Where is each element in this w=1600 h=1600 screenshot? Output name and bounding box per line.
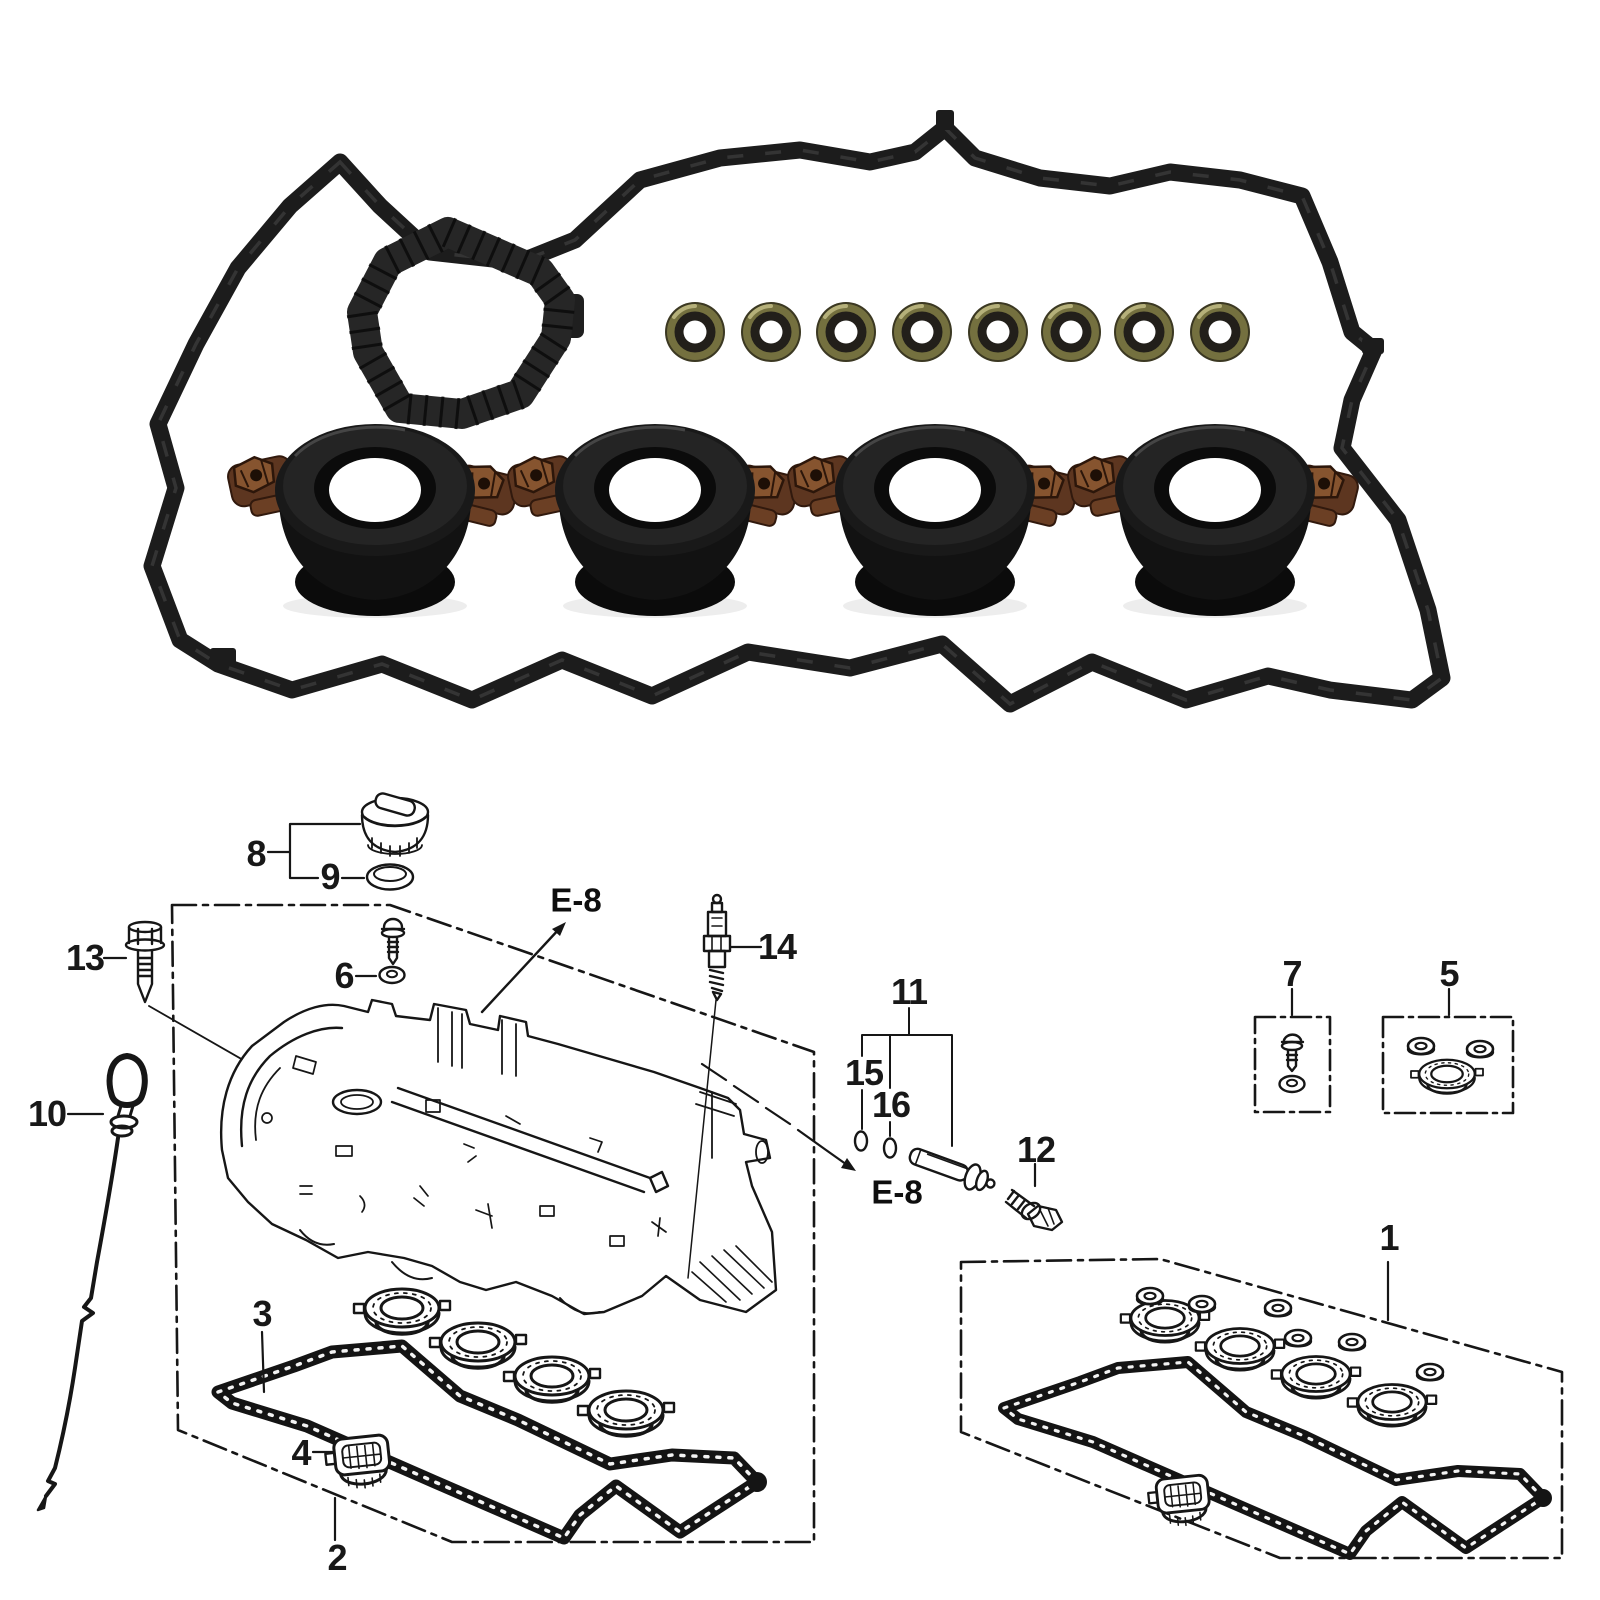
valve-stem-seal: [1188, 300, 1252, 364]
valve-stem-seal: [890, 300, 954, 364]
kit-box-1: [959, 1257, 1564, 1560]
box-7: [1253, 1015, 1332, 1114]
valve-stem-seal: [966, 300, 1030, 364]
e8-arrow-bottom: [700, 1062, 856, 1171]
spark-plug-tube-seal: [503, 422, 803, 620]
callout-14: 14: [757, 926, 797, 967]
valve-cover-art: [220, 998, 778, 1316]
breather-gasket: [346, 216, 584, 430]
callout-6: 6: [334, 955, 354, 996]
kit-contents: [998, 1260, 1552, 1560]
oil-filler-cap: [360, 792, 430, 857]
callout-2: 2: [327, 1537, 347, 1578]
assembly-11: [853, 1007, 1064, 1232]
valve-stem-seal: [663, 300, 727, 364]
valve-cover-gasket-3: [211, 1339, 767, 1545]
cover-bolt-6: [380, 917, 406, 966]
callout-16: 16: [871, 1084, 911, 1125]
spark-plug-tube-seal: [783, 422, 1083, 620]
exploded-diagram: [36, 792, 1564, 1560]
callout-13: 13: [65, 937, 105, 978]
spark-plug-tube-seal: [1063, 422, 1363, 620]
callout-10: 10: [27, 1093, 67, 1134]
box-5: [1381, 1015, 1515, 1115]
shaft-bolt-12: [1004, 1188, 1064, 1232]
o-ring-16: [882, 1137, 898, 1159]
e8-ref-top: E-8: [550, 881, 602, 919]
callout-4: 4: [291, 1432, 311, 1473]
cover-washer-6: [378, 965, 406, 985]
callout-5: 5: [1439, 953, 1459, 994]
valve-stem-seal: [1039, 300, 1103, 364]
callout-9: 9: [320, 856, 340, 897]
product-photo: [143, 110, 1451, 713]
gasket-grommet-4: [322, 1432, 394, 1494]
box5-contents: [1406, 987, 1495, 1095]
flange-bolt-13: [124, 920, 166, 1004]
e8-arrow-top: [480, 922, 566, 1014]
callout-3: 3: [252, 1293, 272, 1334]
valve-stem-seal: [739, 300, 803, 364]
valve-stem-seal: [1112, 300, 1176, 364]
box7-contents: [1278, 987, 1306, 1094]
callout-12: 12: [1016, 1129, 1056, 1170]
cap-seal-ring: [365, 863, 415, 891]
callout-11: 11: [890, 971, 928, 1012]
assembly-box-2: [170, 903, 816, 1544]
callout-1: 1: [1379, 1217, 1399, 1258]
plug-14: [702, 893, 732, 1002]
spark-plug-tube-seal: [223, 422, 523, 620]
e8-ref-bottom: E-8: [871, 1173, 923, 1211]
perimeter-gasket: [143, 119, 1451, 713]
oil-dipstick: [36, 1053, 148, 1512]
valve-stem-seal: [814, 300, 878, 364]
callout-8: 8: [246, 833, 266, 874]
callout-15: 15: [844, 1052, 884, 1093]
callout-7: 7: [1282, 953, 1302, 994]
o-ring-15: [853, 1130, 869, 1152]
valve-shaft: [908, 1147, 996, 1192]
